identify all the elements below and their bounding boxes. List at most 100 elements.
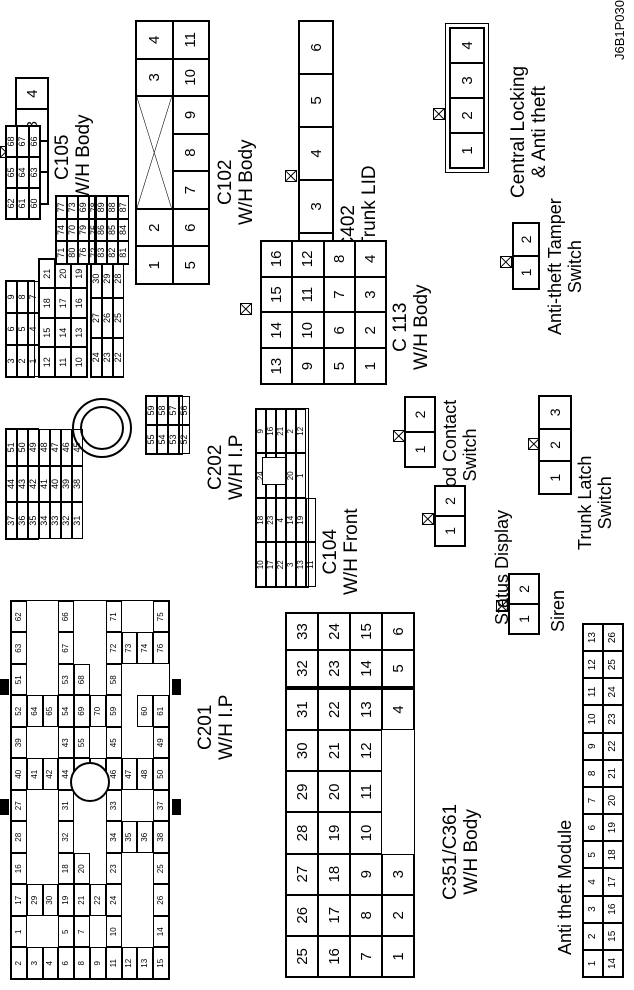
- c201-pin: 64: [26, 695, 43, 727]
- c202-block-b-pin: 16: [71, 288, 87, 318]
- c201-pin: [122, 853, 138, 885]
- c113-connector-pin: 8: [323, 241, 355, 277]
- c351-connector-b-pin: 32: [286, 650, 318, 687]
- c202-block-g-pin: 88: [107, 196, 118, 219]
- c351-pin: 4: [382, 689, 414, 731]
- c201-pin: 28: [11, 821, 27, 853]
- hood-contact-connector-pin: 2: [405, 397, 435, 432]
- c351-connector-b-pin: 14: [350, 650, 382, 687]
- c102-pin: 3: [136, 58, 173, 97]
- c202-block-c-pin: 25: [113, 298, 124, 338]
- c113-connector-pin: 3: [354, 276, 386, 313]
- hood-contact-connector-pin: 1: [405, 432, 435, 467]
- trunk-latch-label-line: Trunk Latch: [575, 455, 595, 550]
- c201-pin: 67: [58, 632, 75, 664]
- c201-latch-right-b: [172, 679, 181, 695]
- c201-pin: [43, 916, 59, 948]
- lock-tab-icon: [422, 513, 434, 525]
- c351-pin: 7: [350, 935, 382, 977]
- c113-connector-pin: 7: [323, 276, 355, 313]
- c105-label-line: W/H Body: [73, 114, 94, 200]
- c202-block-e-pin: 67: [17, 126, 29, 157]
- c351-pin: [382, 771, 414, 812]
- anti-theft-module-pin: 19: [603, 814, 623, 842]
- c201-pin: [27, 601, 43, 633]
- c201-pin: 21: [74, 884, 90, 916]
- c113-connector-pin: 5: [323, 348, 355, 384]
- c201-label-line: W/H I.P: [216, 694, 237, 760]
- c201-pin: [90, 853, 106, 885]
- c201-pin: [27, 853, 43, 885]
- c202-block-h-pin: 54: [157, 425, 168, 454]
- c201-pin: 15: [153, 947, 169, 979]
- c104-connector-pin: 23: [266, 498, 276, 543]
- c201-latch-left-b: [172, 799, 181, 815]
- c201-pin: 62: [11, 601, 27, 633]
- trunk-latch-connector-pin: 2: [539, 428, 571, 462]
- c351-pin: 21: [318, 730, 350, 772]
- c102-label-line: C102: [215, 159, 236, 205]
- c351-pin: 2: [382, 894, 414, 936]
- c201-pin: [43, 790, 59, 822]
- c202-block-c-pin: 27: [91, 298, 102, 338]
- c201-pin: 76: [153, 632, 169, 664]
- c201-pin: 47: [121, 758, 138, 790]
- c202-block-d-pin: 35: [28, 502, 39, 539]
- c201-pin: 60: [137, 695, 154, 727]
- central-locking-label: Central Locking& Anti theft: [508, 66, 550, 198]
- c201-pin: 9: [90, 947, 106, 979]
- c201-pin: 41: [26, 758, 43, 790]
- c202-block-c-pin: 23: [102, 337, 113, 377]
- c202-block-b-pin: 13: [71, 318, 87, 348]
- trunk-latch-connector-pin: 1: [539, 461, 571, 494]
- c402-connector-pin: 4: [299, 127, 333, 180]
- c201-pin: [27, 727, 43, 759]
- c201-pin: 5: [58, 916, 75, 948]
- c202-center-ring-inner: [80, 406, 124, 450]
- anti-theft-module-pin: 11: [583, 678, 603, 706]
- c351-pin: 3: [382, 853, 414, 895]
- c202-block-c-pin: 24: [91, 337, 102, 377]
- c104-connector-pin: 13: [296, 542, 306, 587]
- c113-connector-pin: 9: [292, 348, 324, 384]
- c351-label-line: C351/C361: [440, 803, 461, 900]
- c201-pin: [90, 633, 106, 665]
- c202-block-h-pin: 52: [179, 425, 190, 454]
- c201-pin: 66: [58, 601, 75, 633]
- central-locking-connector-pin: 3: [450, 63, 484, 98]
- c113-connector-pin: 11: [292, 276, 324, 313]
- c402-connector-pin: 5: [299, 74, 333, 127]
- c201-pin: [43, 601, 59, 633]
- c202-block-d-pin: 44: [6, 465, 17, 503]
- siren-connector-pin: 1: [509, 604, 539, 634]
- central-locking-connector-pin: 2: [450, 98, 484, 133]
- c202-block-b-pin: 12: [39, 347, 55, 377]
- central-locking-connector-pin: 1: [450, 133, 484, 168]
- c202-block-c-pin: 22: [113, 337, 124, 377]
- c201-pin: 53: [58, 664, 75, 696]
- c351-connector-b-pin: 24: [318, 613, 350, 650]
- anti-theft-module-pin: 7: [583, 786, 603, 815]
- trunk-latch-connector-pin: 3: [539, 396, 571, 429]
- c201-pin: 59: [105, 695, 122, 727]
- c202-block-d-pin: 48: [39, 429, 50, 466]
- c201-pin: [43, 822, 59, 854]
- c202-block-a-pin: 6: [6, 313, 17, 345]
- c202-block-c-pin: 26: [102, 298, 113, 338]
- c201-pin: 3: [26, 947, 43, 979]
- c202-block-b-pin: 15: [39, 318, 55, 348]
- c202-block-d-pin: 37: [6, 502, 17, 539]
- c202-block-g-pin: 86: [96, 218, 107, 242]
